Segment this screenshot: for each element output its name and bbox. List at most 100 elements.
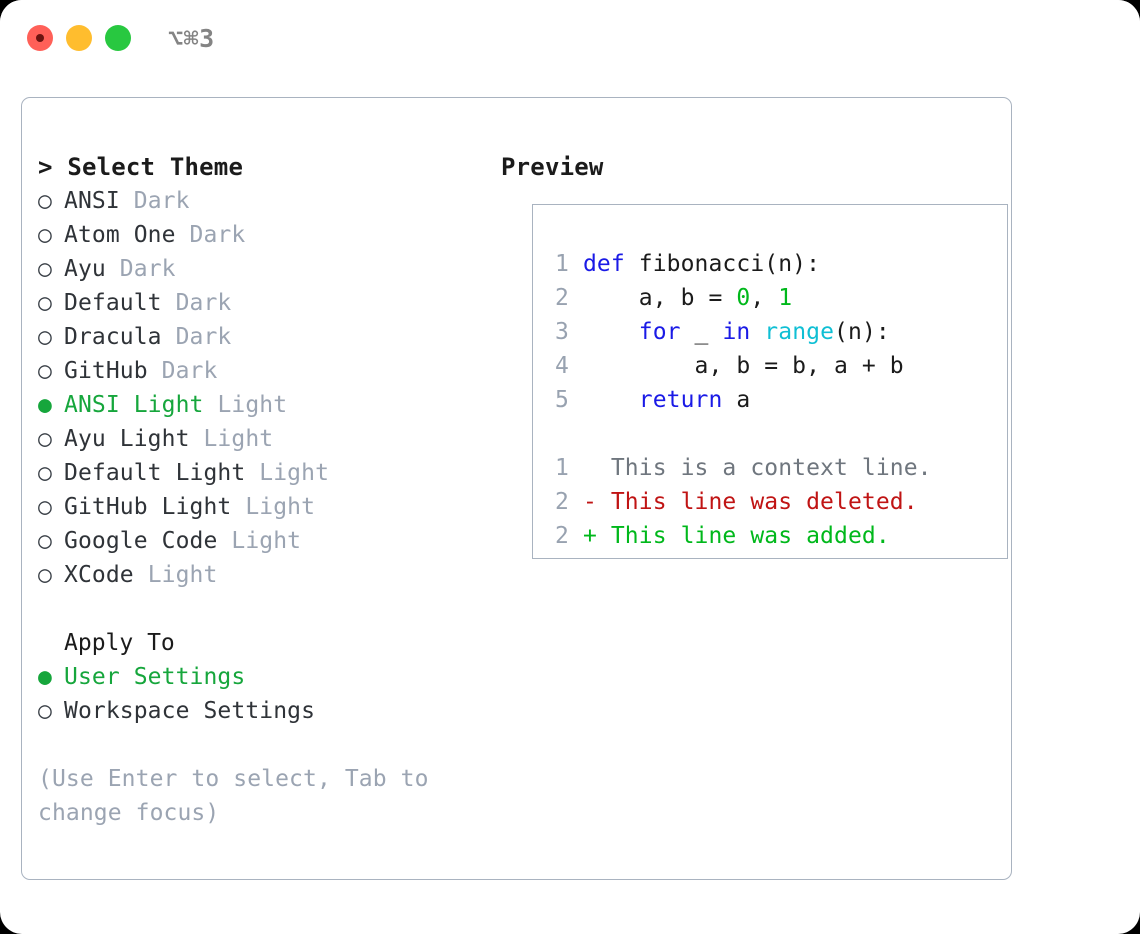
radio-unselected-icon: ○ [38, 290, 52, 316]
diff-deleted-line: 2 - This line was deleted. [547, 485, 995, 519]
theme-option-label: GitHub Light [64, 494, 232, 520]
code-blank-line [547, 417, 995, 451]
radio-unselected-icon: ○ [38, 358, 52, 384]
code-number: 1 [778, 285, 793, 311]
code-keyword: in [722, 319, 751, 345]
code-text [583, 319, 639, 345]
apply-to-option-user-settings[interactable]: ●User Settings [38, 660, 498, 694]
gutter-gap [569, 387, 583, 413]
label-space [120, 188, 134, 214]
theme-option-ayu-light[interactable]: ○Ayu Light Light [38, 422, 498, 456]
theme-option-label: Default Light [64, 460, 246, 486]
code-line: 2 a, b = 0, 1 [547, 281, 995, 315]
radio-unselected-icon: ○ [38, 460, 52, 486]
theme-option-label: Ayu [64, 256, 106, 282]
theme-option-google-code[interactable]: ○Google Code Light [38, 524, 498, 558]
preview-title: Preview [501, 153, 604, 181]
theme-option-category: Dark [189, 222, 246, 248]
gutter-gap [569, 353, 583, 379]
label-space [203, 392, 217, 418]
line-number: 3 [555, 319, 569, 345]
radio-unselected-icon: ○ [38, 562, 52, 588]
code-line: 3 for _ in range(n): [547, 315, 995, 349]
theme-option-default-light[interactable]: ○ Default Light Light [38, 456, 498, 490]
page-title: > Select Theme [38, 150, 498, 184]
theme-option-ayu[interactable]: ○ Ayu Dark [38, 252, 498, 286]
label-space [162, 290, 176, 316]
diff-context-line: 1 This is a context line. [547, 451, 995, 485]
traffic-lights [27, 25, 131, 51]
theme-option-category: Light [259, 460, 330, 486]
label-space [190, 426, 204, 452]
theme-option-label: Ayu Light [64, 426, 190, 452]
label-space [231, 494, 245, 520]
theme-option-label: XCode [64, 562, 134, 588]
heading-marker: > [38, 153, 53, 181]
theme-option-ansi[interactable]: ○ ANSI Dark [38, 184, 498, 218]
radio-unselected-icon: ○ [38, 256, 52, 282]
keyboard-hint: (Use Enter to select, Tab to change focu… [38, 766, 443, 826]
theme-picker-column: > Select Theme ○ANSI Dark○Atom One Dark○… [38, 150, 498, 830]
code-text: a [722, 387, 751, 413]
radio-unselected-icon: ○ [38, 324, 52, 350]
code-function: range [764, 319, 835, 345]
gutter-gap [569, 455, 583, 481]
close-button-icon[interactable] [27, 25, 53, 51]
code-text [583, 387, 639, 413]
gutter-gap [569, 251, 583, 277]
theme-option-dracula[interactable]: ○Dracula Dark [38, 320, 498, 354]
page-title-text: Select Theme [67, 153, 244, 181]
radio-unselected-icon: ○ [38, 188, 52, 214]
hint-spacer [38, 728, 498, 762]
gutter-gap [569, 285, 583, 311]
code-keyword: def [582, 251, 625, 277]
code-text: _ [680, 319, 723, 345]
theme-option-github[interactable]: ○GitHub Dark [38, 354, 498, 388]
maximize-button-icon[interactable] [105, 25, 131, 51]
theme-option-default[interactable]: ○Default Dark [38, 286, 498, 320]
minimize-button-icon[interactable] [66, 25, 92, 51]
theme-option-github-light[interactable]: ○GitHub Light Light [38, 490, 498, 524]
code-text: (n): [834, 319, 890, 345]
theme-option-category: Dark [119, 256, 176, 282]
radio-unselected-icon: ○ [38, 494, 52, 520]
radio-unselected-icon: ○ [38, 698, 52, 724]
gutter-gap [569, 523, 583, 549]
theme-option-category: Dark [133, 188, 190, 214]
label-space [106, 256, 120, 282]
theme-option-category: Light [203, 426, 274, 452]
label-space [162, 324, 176, 350]
code-text: a, b = [582, 285, 737, 311]
code-line: 1 def fibonacci(n): [547, 247, 995, 281]
main-panel: > Select Theme ○ANSI Dark○Atom One Dark○… [21, 97, 1012, 880]
label-space [176, 222, 190, 248]
theme-option-category: Light [217, 392, 288, 418]
label-space [134, 562, 148, 588]
apply-to-option-workspace-settings[interactable]: ○Workspace Settings [38, 694, 498, 728]
section-spacer [38, 592, 498, 626]
theme-option-xcode[interactable]: ○XCode Light [38, 558, 498, 592]
radio-selected-icon: ● [38, 664, 52, 690]
theme-option-ansi-light[interactable]: ● ANSI Light Light [38, 388, 498, 422]
radio-selected-icon: ● [38, 392, 52, 418]
radio-unselected-icon: ○ [38, 222, 52, 248]
apply-to-list: ●User Settings○Workspace Settings [38, 660, 498, 728]
label-space [148, 358, 162, 384]
theme-option-atom-one[interactable]: ○ Atom One Dark [38, 218, 498, 252]
theme-option-category: Dark [175, 324, 232, 350]
label-space [245, 460, 259, 486]
theme-option-label: ANSI [64, 188, 120, 214]
theme-option-category: Light [231, 528, 302, 554]
code-line: 4 a, b = b, a + b [547, 349, 995, 383]
apply-to-heading: Apply To [64, 630, 175, 656]
line-number: 2 [555, 489, 569, 515]
theme-option-label: Atom One [64, 222, 176, 248]
window-title: ⌥⌘3 [168, 24, 215, 53]
code-line: 5 return a [547, 383, 995, 417]
theme-option-label: ANSI Light [64, 392, 204, 418]
code-text [750, 319, 764, 345]
line-number: 1 [555, 455, 569, 481]
code-text: fibonacci(n): [624, 251, 821, 277]
